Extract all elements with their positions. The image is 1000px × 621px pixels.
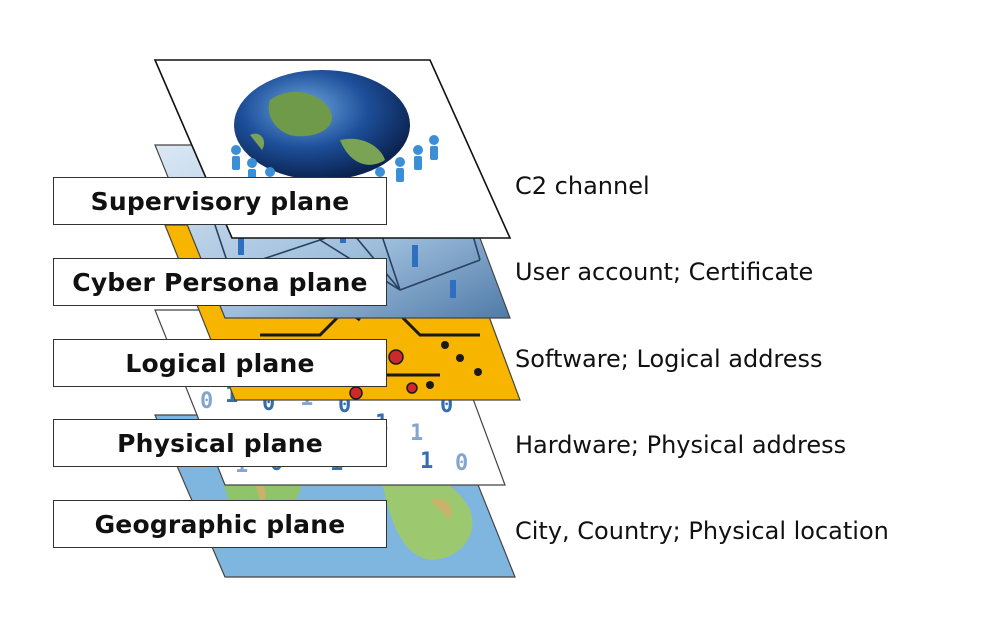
label-supervisory-plane: Supervisory plane [53,177,387,225]
desc-supervisory-plane: C2 channel [515,172,650,200]
binary-digit: 0 [200,389,213,414]
label-cyber-persona-plane: Cyber Persona plane [53,258,387,306]
desc-cyber-persona-plane: User account; Certificate [515,258,814,286]
desc-physical-plane: Hardware; Physical address [515,431,847,459]
desc-geographic-plane: City, Country; Physical location [515,517,889,545]
binary-digit: 0 [455,451,468,476]
label-physical-plane: Physical plane [53,419,387,467]
binary-digit: 1 [410,421,423,446]
label-geographic-plane: Geographic plane [53,500,387,548]
label-logical-plane: Logical plane [53,339,387,387]
desc-logical-plane: Software; Logical address [515,345,823,373]
globe-icon [234,70,410,180]
binary-digit: 1 [420,449,433,474]
